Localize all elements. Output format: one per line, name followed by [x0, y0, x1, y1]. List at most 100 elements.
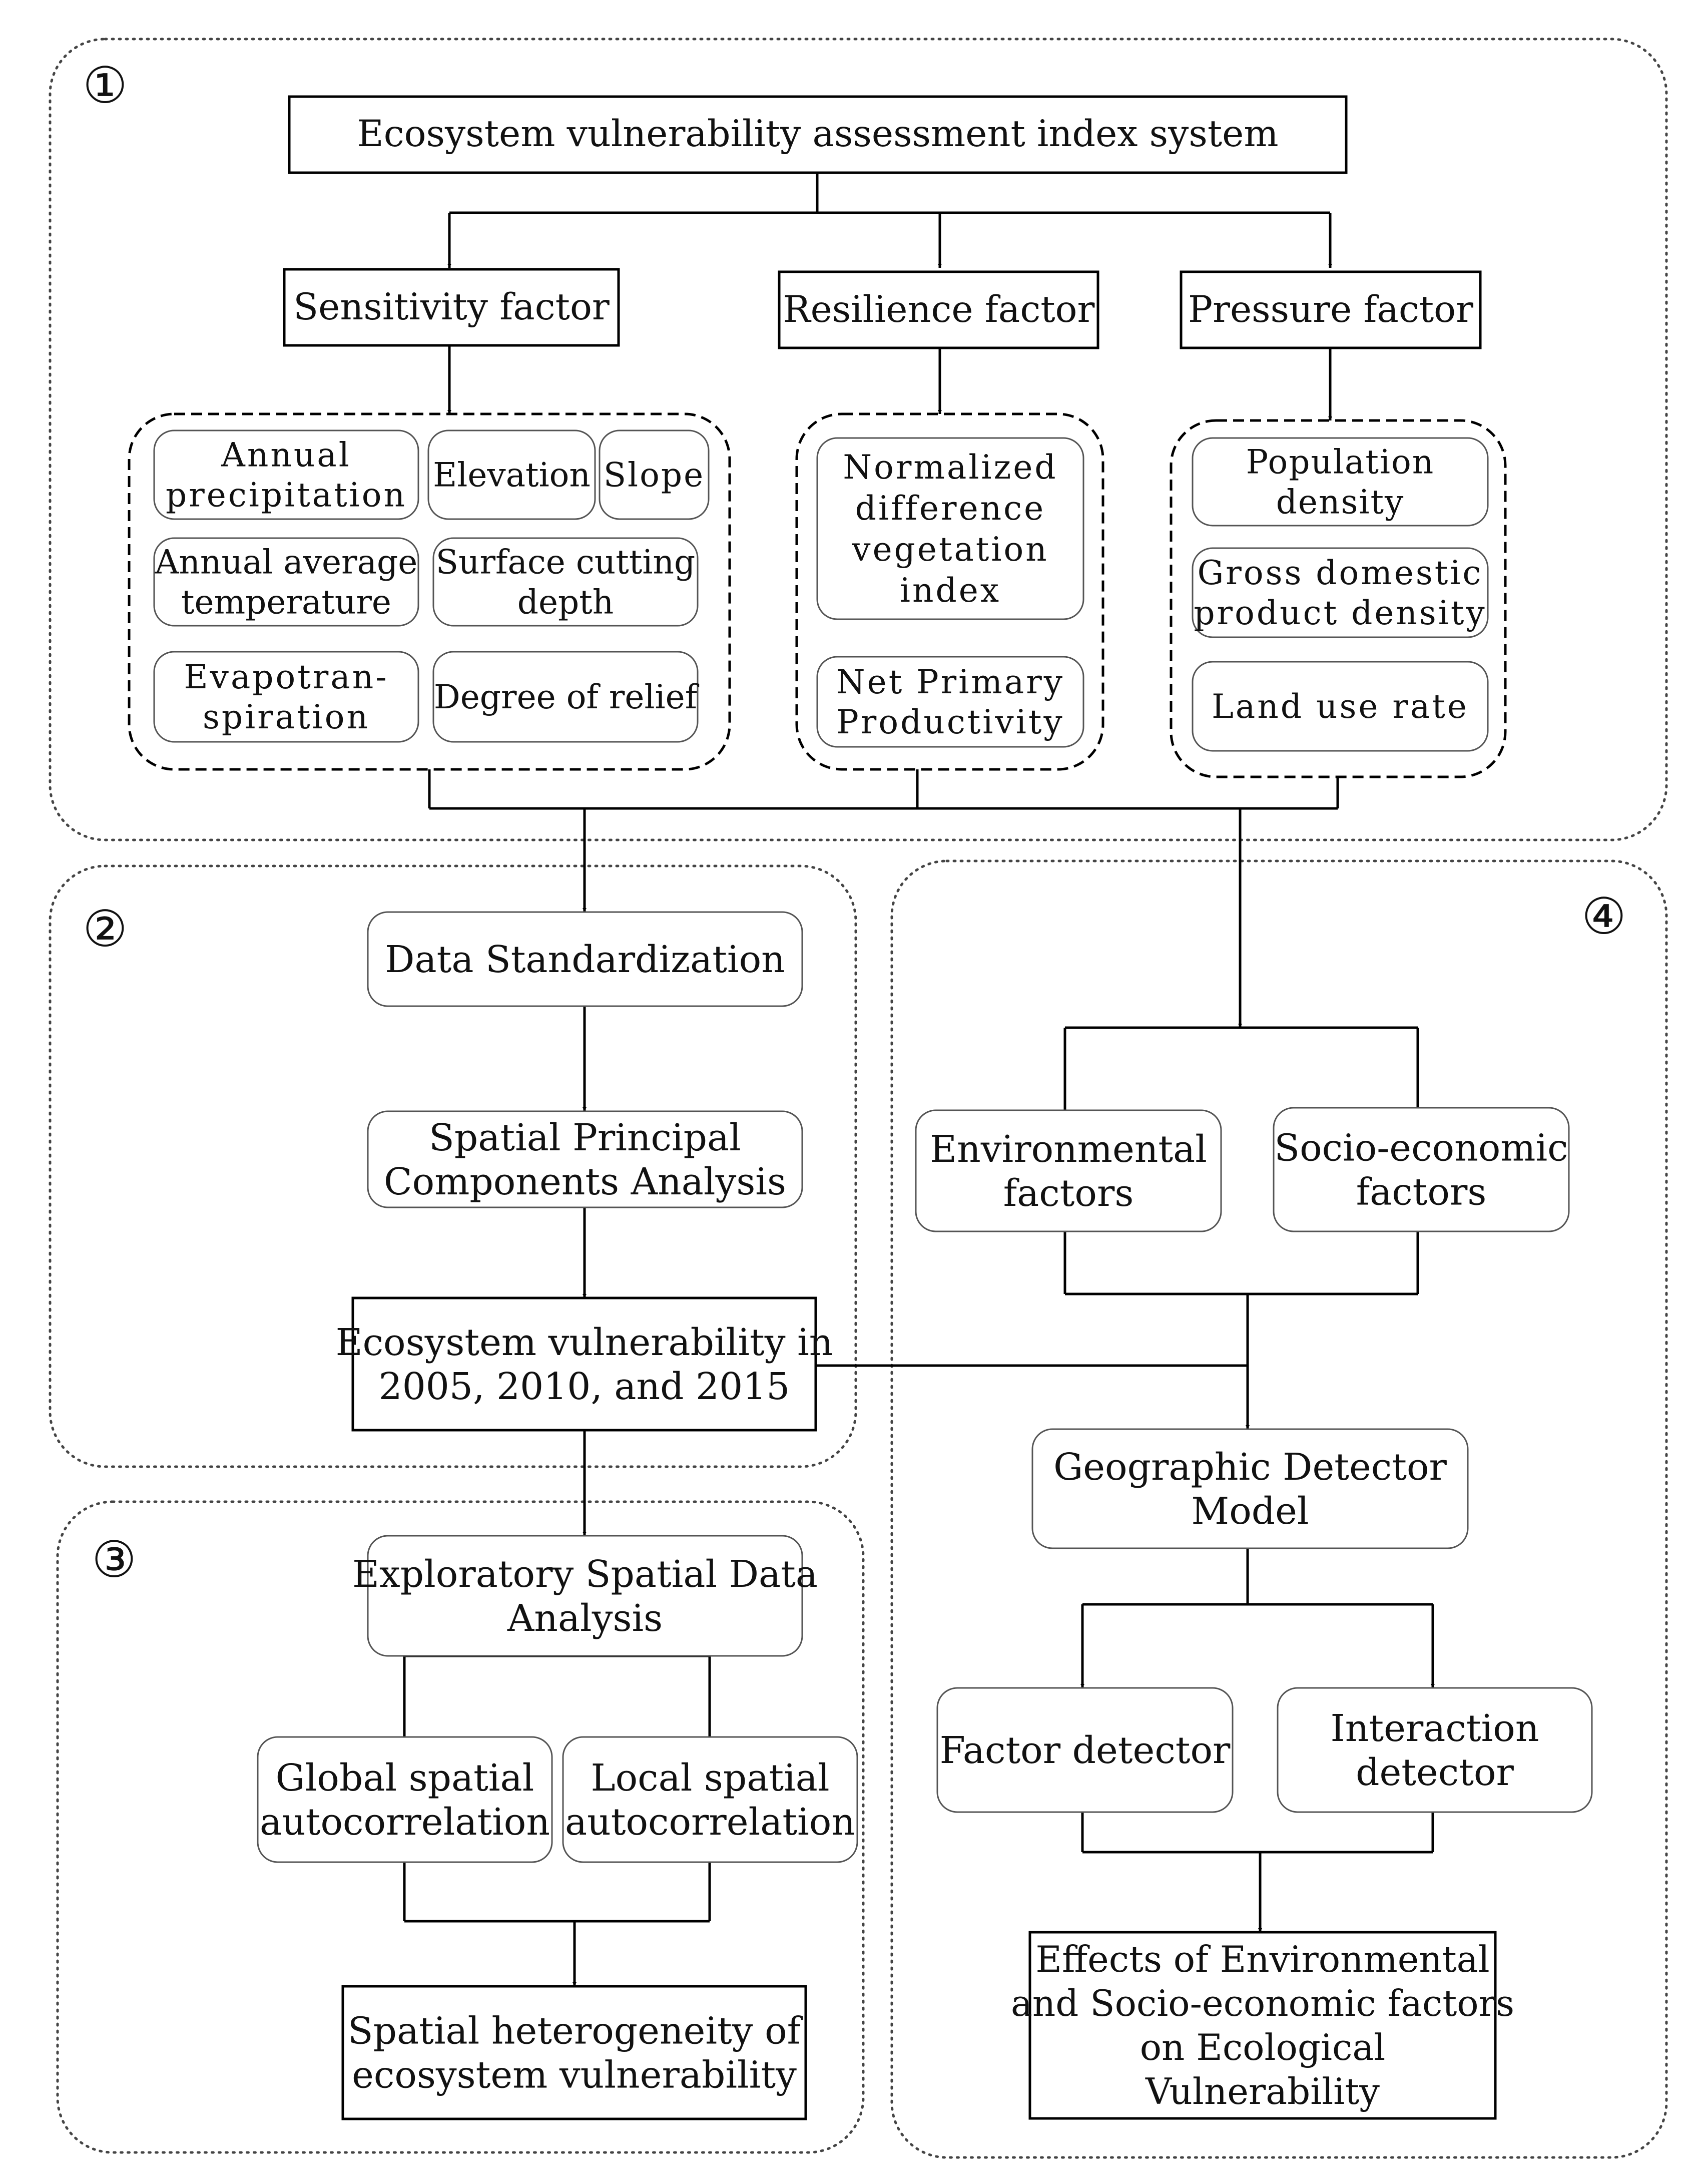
index-system-title-box: Ecosystem vulnerability assessment index… — [288, 95, 1348, 174]
label-line: Vulnerability — [1145, 2070, 1380, 2112]
interaction-detector-box-frame — [1277, 1687, 1593, 1813]
label-line: Net Primary — [836, 663, 1064, 701]
effects-box-frame — [1028, 1931, 1497, 2120]
label-line: product density — [1194, 594, 1486, 632]
factor-detector-label: Factor detector — [940, 1729, 1231, 1772]
label-line: Global spatial — [276, 1757, 534, 1800]
evapotranspiration-box-frame — [153, 651, 419, 743]
label-line: autocorrelation — [260, 1801, 550, 1844]
factor-detector-box: Factor detector — [936, 1687, 1234, 1813]
label-line: Geographic Detector — [1053, 1446, 1447, 1489]
resilience-factor-label: Resilience factor — [783, 288, 1095, 331]
label-line: 2005, 2010, and 2015 — [379, 1365, 790, 1408]
label-line: on Ecological — [1140, 2026, 1386, 2068]
factor-detector-box-frame — [936, 1687, 1234, 1813]
section-4-marker: ④ — [1581, 887, 1626, 946]
label-line: Exploratory Spatial Data — [352, 1553, 818, 1596]
label-line: Elevation — [433, 456, 591, 495]
data-standardization-box: Data Standardization — [367, 911, 803, 1007]
label-line: Spatial Principal — [429, 1116, 741, 1159]
label-line: Ecosystem vulnerability in — [336, 1321, 833, 1364]
elevation-box: Elevation — [427, 429, 596, 520]
label-line: density — [1276, 483, 1405, 522]
label-line: Components Analysis — [384, 1160, 786, 1203]
evapotranspiration-box: Evapotran-spiration — [153, 651, 419, 743]
connectors — [403, 173, 1435, 1986]
ecosystem-vulnerability-box-frame — [351, 1296, 817, 1432]
label-line: Data Standardization — [385, 938, 785, 981]
data-standardization-box-frame — [367, 911, 803, 1007]
elevation-box-frame — [427, 429, 596, 520]
slope-box-frame — [599, 429, 710, 520]
label-line: depth — [517, 583, 614, 622]
label-line: Evapotran- — [184, 658, 388, 696]
label-line: Slope — [604, 456, 705, 495]
label-line: Population — [1246, 443, 1435, 482]
global-spatial-autocorrelation-box-frame — [257, 1736, 553, 1863]
index-system-title: Ecosystem vulnerability assessment index… — [357, 113, 1278, 155]
esda-box-frame — [367, 1535, 803, 1657]
label-line: vegetation — [851, 530, 1048, 569]
environmental-factors-box-frame — [915, 1109, 1222, 1232]
label-line: Factor detector — [940, 1729, 1231, 1772]
pressure-factor-label: Pressure factor — [1188, 288, 1473, 331]
resilience-factor-box: Resilience factor — [778, 270, 1099, 349]
land-use-rate-label: Land use rate — [1212, 687, 1469, 726]
section-2-marker: ② — [83, 900, 128, 958]
section-4-container — [890, 859, 1668, 2159]
section-containers — [49, 38, 1668, 2159]
elevation-label: Elevation — [433, 456, 591, 495]
label-line: Degree of relief — [434, 678, 700, 716]
label-line: spiration — [203, 698, 370, 736]
spatial-heterogeneity-box-frame — [341, 1985, 807, 2120]
label-line: Environmental — [930, 1128, 1207, 1171]
label-line: Land use rate — [1212, 687, 1469, 726]
label-line: index — [900, 571, 1001, 610]
section-1-marker: ① — [83, 56, 128, 115]
label-line: Local spatial — [591, 1757, 829, 1800]
slope-box: Slope — [599, 429, 710, 520]
section-markers: ① ② ③ ④ — [83, 56, 1626, 1589]
sensitivity-group — [128, 412, 731, 771]
label-line: Analysis — [507, 1597, 663, 1640]
evapotranspiration-label: Evapotran-spiration — [184, 658, 388, 736]
label-line: Model — [1191, 1490, 1309, 1533]
net-primary-productivity-box-frame — [816, 656, 1084, 748]
ndvi-box-frame — [816, 437, 1084, 620]
label-line: temperature — [181, 583, 391, 622]
section-3-container — [56, 1500, 865, 2154]
label-line: difference — [855, 489, 1045, 528]
label-line: Productivity — [836, 703, 1064, 741]
degree-of-relief-box: Degree of relief — [432, 651, 700, 743]
land-use-rate-box-frame — [1192, 661, 1489, 752]
